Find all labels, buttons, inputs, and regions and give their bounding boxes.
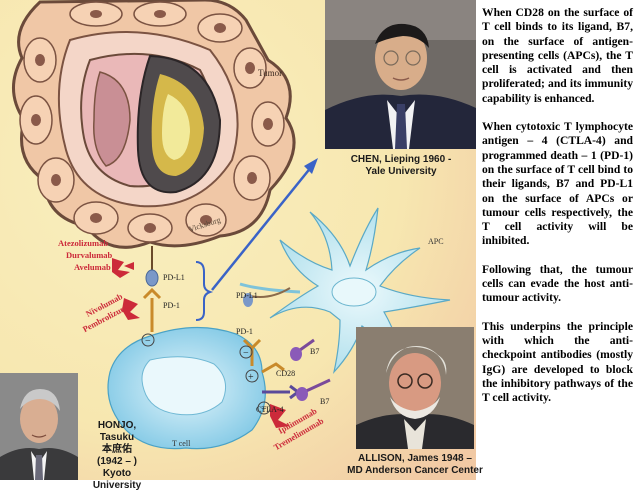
sign-2: − [243, 348, 249, 359]
b7-bottom-receptor [296, 378, 331, 401]
antibody-pdl1 [112, 258, 134, 278]
apc-cell [239, 207, 451, 375]
link-arrow [211, 158, 318, 291]
honjo-caption-line-5: University [92, 480, 142, 491]
paragraph-cd28: When CD28 on the surface of T cell binds… [482, 6, 633, 105]
pdl1-tumor-label: PD-L1 [163, 273, 185, 282]
pd1-tumor-label: PD-1 [163, 301, 180, 310]
b7-bottom-label: B7 [320, 397, 329, 406]
chen-caption: CHEN, Lieping 1960 - Yale University [333, 154, 469, 178]
allison-caption-affiliation: MD Anderson Cancer Center [347, 465, 483, 476]
cd28-label: CD28 [276, 369, 295, 378]
sign-3: + [248, 372, 254, 383]
allison-portrait [356, 327, 474, 449]
b7-top-receptor [290, 338, 315, 361]
tcell-label: T cell [172, 439, 191, 448]
drug-atezolizumab: Atezolizumab [58, 238, 108, 248]
receptor-bracket [195, 261, 214, 321]
signal-signs: − − + − [141, 333, 271, 415]
honjo-caption-line-2: 本庶佑 [102, 444, 132, 455]
b7-top-label: B7 [310, 347, 319, 356]
paragraph-ctla4-pd1: When cytotoxic T lymphocyte antigen – 4 … [482, 120, 633, 248]
allison-caption: ALLISON, James 1948 – MD Anderson Cancer… [344, 453, 486, 477]
pd1-tcell-label: PD-1 [236, 327, 253, 336]
apc-label: APC [428, 237, 444, 246]
honjo-portrait [0, 373, 78, 480]
honjo-caption-line-1: HONJO, Tasuku [97, 420, 137, 443]
explanation-text: When CD28 on the surface of T cell binds… [482, 6, 633, 419]
chen-portrait [325, 0, 476, 149]
sign-4: − [261, 404, 267, 415]
pdl1-apc-label: PD-L1 [236, 291, 258, 300]
drug-avelumab: Avelumab [74, 262, 111, 272]
paragraph-evasion: Following that, the tumour cells can eva… [482, 262, 633, 305]
chen-caption-name: CHEN, Lieping 1960 - [350, 154, 452, 165]
honjo-caption-line-4: Kyoto [102, 468, 132, 479]
tumor-pd1-receptor [142, 287, 162, 332]
cd28-receptor [261, 362, 285, 374]
apc-pdl1-receptor [243, 287, 291, 307]
honjo-caption: HONJO, Tasuku 本庶佑 (1942 – ) Kyoto Univer… [80, 420, 154, 492]
antibody-pd1 [122, 298, 140, 320]
paragraph-principle: This underpins the principle with which … [482, 319, 633, 405]
tumor [12, 0, 296, 249]
drugs-pdl1: Atezolizumab Durvalumab Avelumab [58, 238, 114, 272]
sign-1: − [145, 336, 151, 347]
antibody-ctla4 [270, 404, 290, 428]
tumor-label: Tumor [258, 68, 282, 78]
drug-durvalumab: Durvalumab [66, 250, 113, 260]
honjo-caption-line-3: (1942 – ) [96, 456, 138, 467]
allison-caption-name: ALLISON, James 1948 – [358, 453, 472, 464]
t-cell [107, 326, 266, 450]
tumor-pdl1-receptor [145, 246, 159, 287]
chen-caption-affiliation: Yale University [365, 166, 437, 177]
